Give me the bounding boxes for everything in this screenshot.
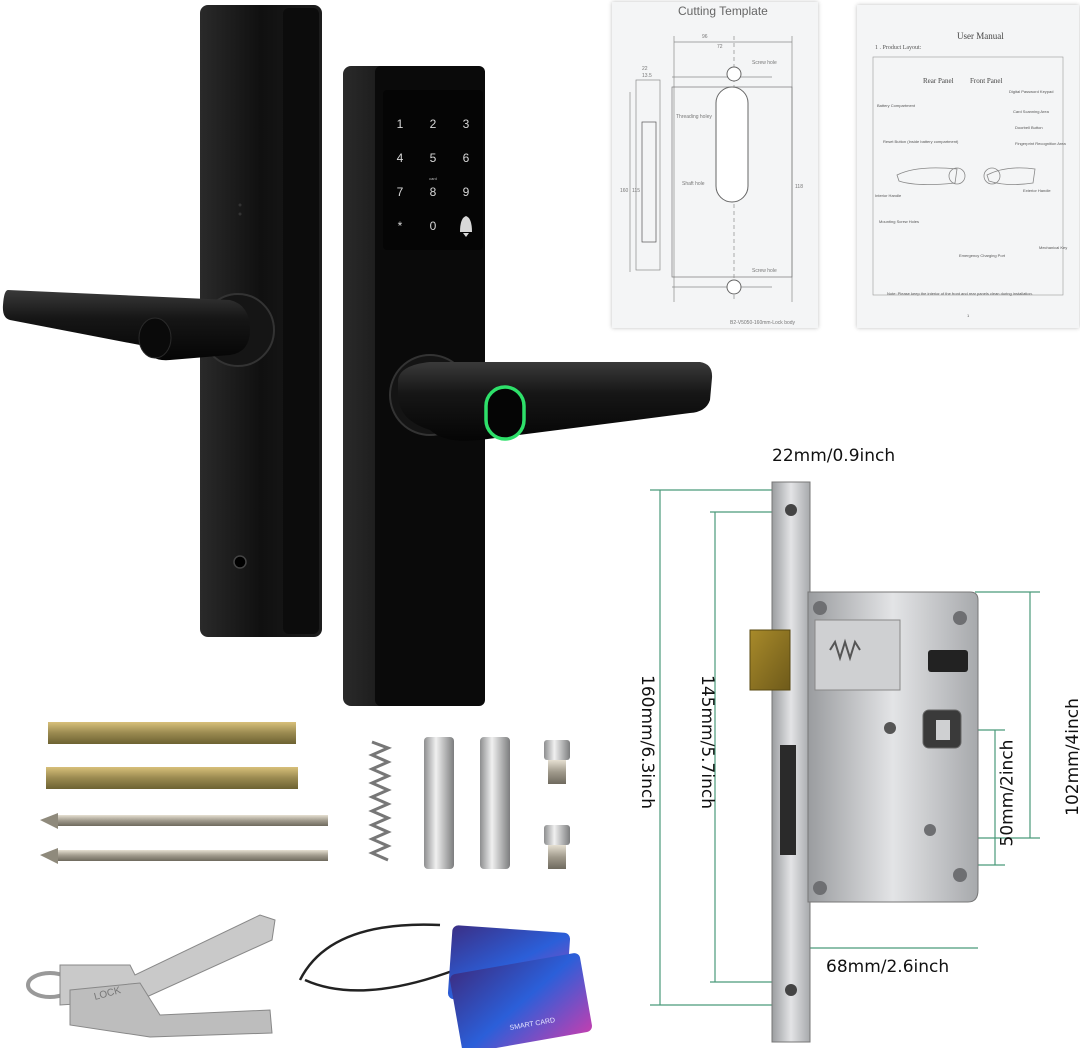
backset-span-label: 50mm/2inch	[997, 739, 1018, 847]
body-depth-label: 68mm/2.6inch	[826, 957, 950, 977]
manual-title: User Manual	[957, 31, 1004, 41]
keypad-key[interactable]: 0	[430, 219, 437, 233]
spring	[368, 740, 392, 862]
square-spindle	[48, 722, 296, 744]
svg-text:Digital Password Keypad: Digital Password Keypad	[1009, 89, 1053, 94]
body-height-label: 102mm/4inch	[1062, 698, 1080, 816]
mortise-lock-body	[650, 481, 1040, 1043]
svg-text:Mounting Screw Holes: Mounting Screw Holes	[879, 219, 919, 224]
svg-text:22: 22	[642, 66, 648, 72]
accessories: LOCK SMART CARD	[26, 722, 592, 1048]
svg-text:Mechanical Key: Mechanical Key	[1039, 245, 1067, 250]
keypad-key[interactable]: 2	[430, 117, 437, 131]
cutting-template-sheet: Cutting Template Screw hole Threading ho…	[612, 2, 818, 328]
template-drawing: Screw hole Threading holey Shaft hole Sc…	[620, 34, 803, 326]
screw-spacing-label: 145mm/5.7inch	[696, 675, 717, 809]
mechanical-key-hole	[233, 555, 247, 569]
svg-text:Threading holey: Threading holey	[676, 114, 712, 120]
template-title: Cutting Template	[678, 4, 768, 18]
svg-text:Note: Please keep the interior: Note: Please keep the interior of the fr…	[887, 291, 1033, 296]
svg-text:72: 72	[717, 44, 723, 50]
svg-text:Battery Compartment: Battery Compartment	[877, 103, 916, 108]
bolt	[749, 629, 791, 691]
keypad-key[interactable]: 9	[463, 185, 470, 199]
svg-text:Shaft hole: Shaft hole	[682, 181, 705, 187]
digital-keypad[interactable]: 1 2 3 4 5 6 7 8 9 * 0 card	[397, 117, 472, 237]
keypad-key[interactable]: 4	[397, 151, 404, 165]
user-manual-sheet: User Manual 1 . Product Layout: Rear Pan…	[857, 5, 1079, 328]
manual-front-panel: Front Panel	[970, 77, 1003, 85]
long-screw	[40, 848, 328, 864]
long-screw	[40, 813, 328, 829]
square-spindle	[46, 767, 298, 789]
latch-slot	[780, 745, 796, 855]
fingerprint-sensor[interactable]	[484, 385, 526, 441]
keypad-key[interactable]: 3	[463, 117, 470, 131]
bell-icon[interactable]	[460, 216, 472, 237]
svg-text:Exterior Handle: Exterior Handle	[1023, 188, 1051, 193]
connecting-tube	[480, 737, 510, 869]
small-screw	[544, 740, 570, 784]
keypad-key[interactable]: 7	[397, 185, 404, 199]
mechanical-keys: LOCK	[26, 914, 276, 1038]
card-scan-label: card	[429, 176, 437, 181]
svg-text:160: 160	[620, 188, 629, 194]
manual-diagram: Battery Compartment Reset Button (Inside…	[872, 56, 1067, 318]
svg-text:B2-V5050-160mm-Lock body: B2-V5050-160mm-Lock body	[730, 320, 796, 326]
manual-section: 1 . Product Layout:	[875, 45, 922, 51]
svg-text:96: 96	[702, 34, 708, 40]
small-screw	[544, 825, 570, 869]
keypad-key[interactable]: 1	[397, 117, 404, 131]
svg-text:Doorbell Button: Doorbell Button	[1015, 125, 1043, 130]
interior-handle	[2, 290, 275, 367]
smart-lock-product: 1 2 3 4 5 6 7 8 9 * 0 card	[2, 5, 713, 706]
svg-text:Reset Button (Inside battery c: Reset Button (Inside battery compartment…	[883, 139, 959, 144]
svg-text:Interior Handle: Interior Handle	[875, 193, 902, 198]
keypad-key[interactable]: 8	[430, 185, 437, 199]
svg-text:13.5: 13.5	[642, 73, 652, 79]
connecting-tube	[424, 737, 454, 869]
svg-text:Emergency Charging Port: Emergency Charging Port	[959, 253, 1006, 258]
svg-text:Card Scanning Area: Card Scanning Area	[1013, 109, 1050, 114]
svg-text:Screw hole: Screw hole	[752, 60, 777, 66]
svg-text:115: 115	[632, 188, 640, 194]
svg-text:Fingerprint Recognition Area: Fingerprint Recognition Area	[1015, 141, 1066, 146]
keypad-key[interactable]: 6	[463, 151, 470, 165]
svg-text:1: 1	[967, 313, 970, 318]
svg-text:118: 118	[795, 184, 803, 190]
svg-text:Screw hole: Screw hole	[752, 268, 777, 274]
keypad-key[interactable]: 5	[430, 151, 437, 165]
keypad-key[interactable]: *	[398, 219, 403, 233]
manual-rear-panel: Rear Panel	[923, 77, 954, 85]
exterior-handle	[389, 354, 713, 441]
smart-cards: SMART CARD	[298, 923, 592, 1048]
faceplate-width-label: 22mm/0.9inch	[772, 446, 896, 466]
